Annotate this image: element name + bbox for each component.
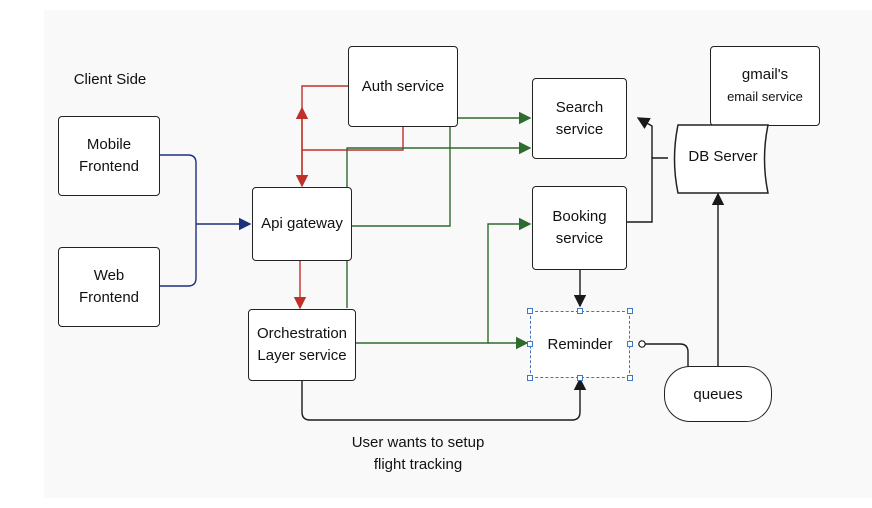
- api-gateway-box[interactable]: Api gateway: [252, 187, 352, 261]
- selection-handle-ml[interactable]: [527, 341, 533, 347]
- selection-handle-mr[interactable]: [627, 341, 633, 347]
- queues-box[interactable]: queues: [664, 366, 772, 422]
- gmail-email-service-box[interactable]: gmail's email service: [710, 46, 820, 126]
- gmail-title: gmail's: [741, 66, 789, 83]
- db-server-label: DB Server: [688, 148, 758, 165]
- selection-handle-bm[interactable]: [577, 375, 583, 381]
- selection-handle-tl[interactable]: [527, 308, 533, 314]
- selection-handle-bl[interactable]: [527, 375, 533, 381]
- api-gateway-label: Api gateway: [261, 215, 343, 232]
- web-frontend-box[interactable]: Web Frontend: [58, 247, 160, 327]
- orchestration-layer-box[interactable]: Orchestration Layer service: [248, 309, 356, 381]
- selection-handle-br[interactable]: [627, 375, 633, 381]
- selection-handle-tr[interactable]: [627, 308, 633, 314]
- search-service-label: Search service: [555, 98, 604, 138]
- queues-label: queues: [693, 385, 743, 403]
- auth-red-lines: [293, 85, 404, 310]
- auth-service-box[interactable]: Auth service: [348, 46, 458, 127]
- flight-tracking-note: User wants to setup flight tracking: [351, 434, 485, 473]
- frontend-to-gateway-lines: [160, 154, 252, 287]
- reminder-box[interactable]: Reminder: [530, 311, 630, 378]
- selection-handle-tm[interactable]: [577, 308, 583, 314]
- web-frontend-label: Web Frontend: [78, 267, 140, 306]
- mobile-frontend-box[interactable]: Mobile Frontend: [58, 116, 160, 196]
- orchestration-layer-label: Orchestration Layer service: [256, 325, 348, 364]
- reminder-label: Reminder: [547, 336, 613, 353]
- booking-service-box[interactable]: Booking service: [532, 186, 627, 270]
- db-server-shape[interactable]: DB Server: [668, 124, 778, 194]
- db-server-outline: [673, 124, 769, 194]
- search-service-box[interactable]: Search service: [532, 78, 627, 159]
- black-lines: [301, 117, 725, 421]
- gmail-subtitle: email service: [727, 89, 803, 104]
- booking-service-label: Booking service: [552, 208, 607, 247]
- auth-service-label: Auth service: [361, 77, 445, 95]
- mobile-frontend-label: Mobile Frontend: [78, 136, 140, 175]
- connector-circle: [638, 340, 646, 348]
- client-side-label: Client Side: [73, 71, 147, 88]
